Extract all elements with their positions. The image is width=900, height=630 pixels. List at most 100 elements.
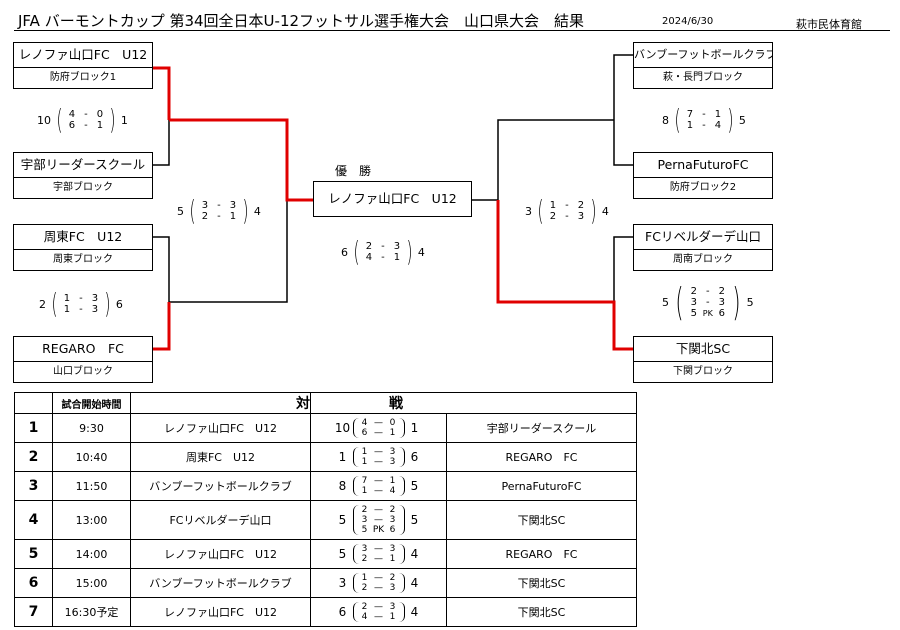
match-number: 3 [14,471,53,501]
bracket-team-left-3: 周東FC U12 周東ブロック [13,224,153,271]
bracket-team-left-1: レノファ山口FC U12 防府ブロック1 [13,42,153,89]
team-name: 周東FC U12 [14,225,152,250]
team-block: 周東ブロック [53,254,113,265]
score-lsemi: 5 ( 3-3 2-1 ) 4 [174,197,264,225]
line-r3-loser [613,236,633,302]
line-r1-loser [613,54,633,120]
header-vs-right: 戦 [310,392,637,414]
score-total-b: 5 [746,295,754,309]
page-title: JFA バーモントカップ 第34回全日本U-12フットサル選手権大会 山口県大会… [18,12,585,30]
match-time: 9:30 [52,413,131,443]
bracket-team-left-2: 宇部リーダースクール 宇部ブロック [13,152,153,199]
bracket-lines [151,54,633,351]
bracket-close: ) [104,287,111,320]
score-total-a: 10 [37,113,51,127]
score-total-b: 4 [417,245,425,259]
bracket-team-right-4: 下関北SC 下関ブロック [633,336,773,383]
bracket-open: ( [675,280,684,324]
away-team: REGARO FC [446,539,637,569]
set-scores: 2-3 4-1 [365,241,401,263]
bracket-team-right-2: PernaFuturoFC 防府ブロック2 [633,152,773,199]
bracket-open: ( [537,194,544,227]
match-time: 14:00 [52,539,131,569]
score-final: 6 ( 2-3 4-1 ) 4 [338,238,428,266]
set-scores: 3-3 2-1 [201,200,237,222]
score-total-a: 3 [525,204,532,218]
bracket-open: ( [674,103,681,136]
match-number: 1 [14,413,53,443]
set-scores: 1-3 1-3 [63,293,99,315]
line-lsemi-loser [169,200,288,303]
home-team: レノファ山口FC U12 [130,539,311,569]
score-l2: 2 ( 1-3 1-3 ) 6 [36,290,126,318]
score-total-b: 4 [601,204,609,218]
away-team: 宇部リーダースクール [446,413,637,443]
home-team: レノファ山口FC U12 [130,597,311,627]
bracket-close: ) [727,103,734,136]
team-name: 下関北SC [634,337,772,362]
match-time: 10:40 [52,442,131,472]
team-block: 防府ブロック1 [49,72,117,83]
score-total-a: 5 [177,204,184,218]
champion-box: レノファ山口FC U12 [313,181,472,217]
bracket-open: ( [51,287,58,320]
header-no [14,392,53,414]
score-total-a: 2 [39,297,46,311]
home-team: バンブーフットボールクラブ [130,568,311,598]
bracket-open: ( [353,235,360,268]
team-name: 宇部リーダースクール [14,153,152,178]
bracket-close: ) [590,194,597,227]
line-r2-loser [613,120,633,166]
line-r4-winner [496,200,633,351]
home-team: 周東FC U12 [130,442,311,472]
score-total-b: 1 [120,113,128,127]
match-number: 2 [14,442,53,472]
team-name: REGARO FC [14,337,152,362]
match-number: 4 [14,500,53,540]
line-l4-winner [151,302,171,351]
team-name: レノファ山口FC U12 [14,43,152,68]
score-l1: 10 ( 4-0 6-1 ) 1 [34,106,131,134]
score-total-a: 5 [662,295,669,309]
match-time: 15:00 [52,568,131,598]
line-rsemi-loser [497,119,614,200]
bracket-close: ) [109,103,116,136]
set-scores: 1-2 2-3 [549,200,585,222]
team-block: 周南ブロック [673,254,733,265]
home-team: バンブーフットボールクラブ [130,471,311,501]
team-block: 下関ブロック [673,366,733,377]
score-total-a: 8 [662,113,669,127]
away-team: 下関北SC [446,568,637,598]
team-name: PernaFuturoFC [634,153,772,178]
away-team: REGARO FC [446,442,637,472]
away-team: PernaFuturoFC [446,471,637,501]
score-total-b: 4 [253,204,261,218]
venue: 萩市民体育館 [796,18,862,31]
score-r1: 8 ( 7-1 1-4 ) 5 [659,106,749,134]
bracket-team-left-4: REGARO FC 山口ブロック [13,336,153,383]
title-underline [14,30,890,31]
score-total-b: 5 [738,113,746,127]
table-header: 試合開始時間 対 戦 [14,392,637,414]
score-rsemi: 3 ( 1-2 2-3 ) 4 [522,197,612,225]
